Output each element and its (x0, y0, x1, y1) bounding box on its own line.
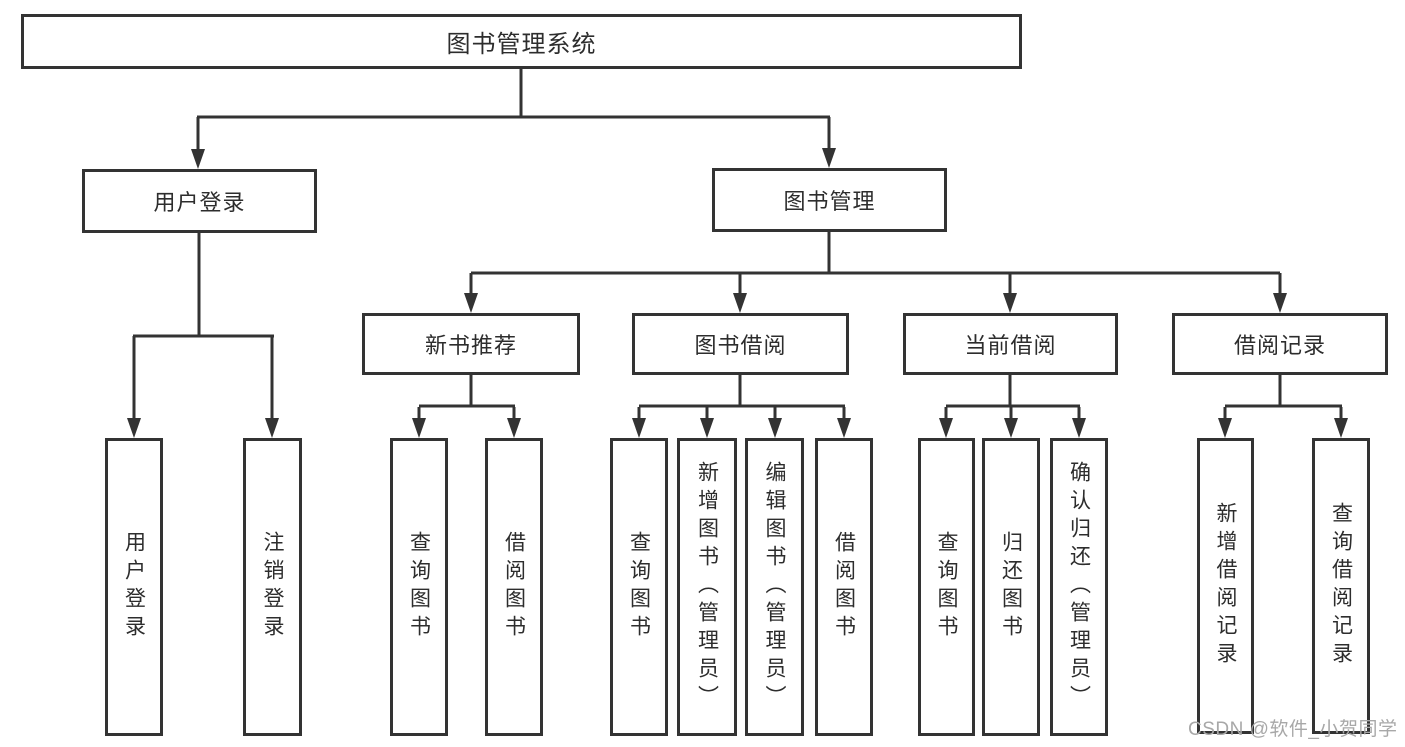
arrowhead (700, 418, 714, 438)
leaf-query-books-borrow: 查询图书 (610, 438, 668, 736)
leaf-query-books-recommend: 查询图书 (390, 438, 448, 736)
arrowhead (412, 418, 426, 438)
arrowhead (265, 418, 279, 438)
node-borrow-records: 借阅记录 (1172, 313, 1388, 375)
leaf-label: 新增借阅记录 (1214, 502, 1237, 670)
arrowhead (822, 148, 836, 168)
node-user-login: 用户登录 (82, 169, 317, 233)
leaf-query-borrow-record: 查询借阅记录 (1312, 438, 1370, 734)
arrowhead (837, 418, 851, 438)
arrowhead (1218, 418, 1232, 438)
leaf-label: 查询图书 (627, 531, 651, 643)
leaf-label: 查询图书 (407, 531, 431, 643)
node-label: 借阅记录 (1233, 333, 1326, 358)
arrowheads (127, 148, 1348, 438)
leaf-label: 编辑图书（管理员） (763, 461, 786, 713)
leaf-label: 确认归还（管理员） (1067, 461, 1091, 713)
node-root-system: 图书管理系统 (21, 14, 1022, 69)
leaf-label: 新增图书（管理员） (695, 461, 719, 713)
arrowhead (1334, 418, 1348, 438)
node-current-borrow: 当前借阅 (903, 313, 1118, 375)
leaf-edit-books-admin: 编辑图书（管理员） (745, 438, 804, 736)
leaf-label: 借阅图书 (832, 531, 856, 643)
tree-edges (132, 68, 1343, 424)
arrowhead (768, 418, 782, 438)
arrowhead (632, 418, 646, 438)
leaf-label: 注销登录 (261, 531, 284, 643)
node-label: 用户登录 (153, 190, 246, 215)
node-book-management: 图书管理 (712, 168, 947, 232)
arrowhead (939, 418, 953, 438)
leaf-logout: 注销登录 (243, 438, 302, 736)
arrowhead (1003, 293, 1017, 313)
leaf-add-borrow-record: 新增借阅记录 (1197, 438, 1254, 734)
leaf-label: 借阅图书 (502, 531, 526, 643)
arrowhead (733, 293, 747, 313)
leaf-label: 查询图书 (935, 531, 958, 643)
leaf-label: 用户登录 (122, 531, 146, 643)
node-label: 图书管理 (783, 189, 876, 214)
leaf-label: 查询借阅记录 (1329, 502, 1353, 670)
node-new-book-recommend: 新书推荐 (362, 313, 580, 375)
csdn-watermark: CSDN @软件_小贺同学 (1188, 719, 1398, 740)
node-label: 新书推荐 (424, 333, 517, 358)
leaf-confirm-return-admin: 确认归还（管理员） (1050, 438, 1108, 736)
leaf-label: 归还图书 (999, 531, 1023, 643)
arrowhead (1072, 418, 1086, 438)
node-label: 图书借阅 (694, 333, 787, 358)
arrowhead (464, 293, 478, 313)
arrowhead (1273, 293, 1287, 313)
leaf-query-books-current: 查询图书 (918, 438, 975, 736)
node-label: 图书管理系统 (446, 31, 597, 58)
leaf-return-books: 归还图书 (982, 438, 1040, 736)
arrowhead (191, 149, 205, 169)
leaf-add-books-admin: 新增图书（管理员） (677, 438, 737, 736)
leaf-borrow-books-recommend: 借阅图书 (485, 438, 543, 736)
arrowhead (127, 418, 141, 438)
leaf-user-login: 用户登录 (105, 438, 163, 736)
arrowhead (507, 418, 521, 438)
node-label: 当前借阅 (964, 333, 1057, 358)
leaf-borrow-books: 借阅图书 (815, 438, 873, 736)
arrowhead (1004, 418, 1018, 438)
node-book-borrow: 图书借阅 (632, 313, 849, 375)
